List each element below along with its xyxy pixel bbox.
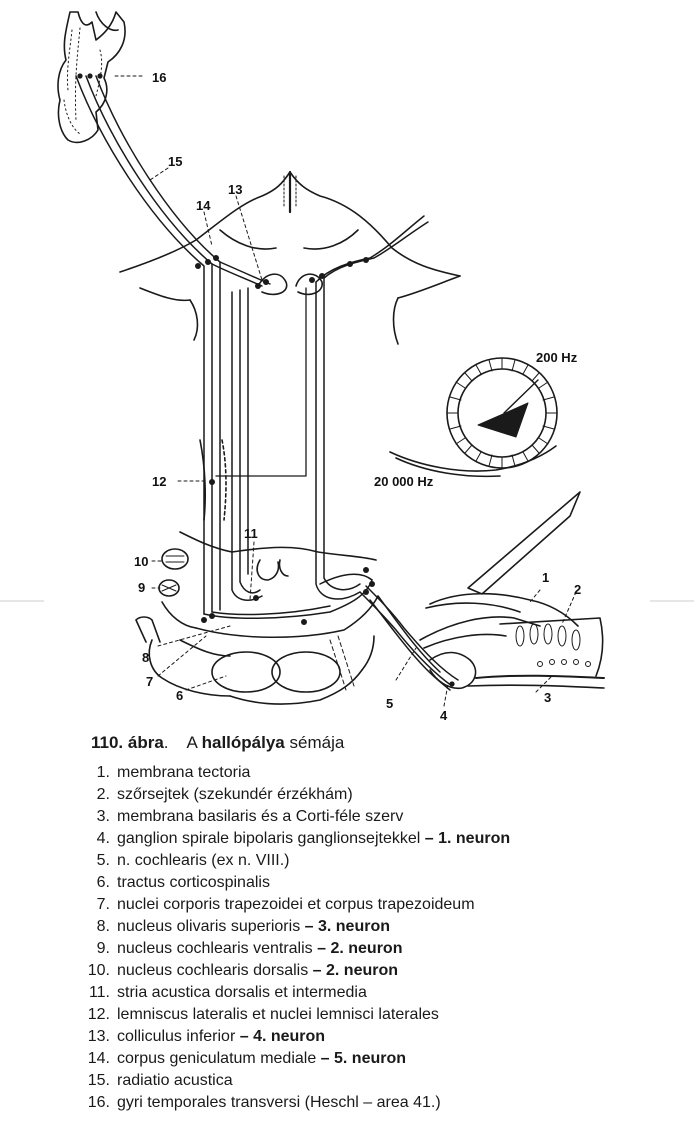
caption-suffix: sémája [289,733,345,752]
legend-text: membrana tectoria [117,764,251,781]
caption-prefix: A [186,733,197,752]
legend-number: 13. [87,1028,110,1045]
figure-caption: 110. ábra. A hallópálya sémája [91,733,344,753]
pathway-tracts [75,75,459,691]
legend-item: 7. nuclei corporis trapezoidei et corpus … [80,894,510,916]
midbrain-drawing [119,170,461,521]
legend-text: gyri temporales transversi (Heschl – are… [117,1094,441,1111]
legend-neuron: – 3. neuron [304,918,390,935]
legend-item: 2. szőrsejtek (szekundér érzékhám) [80,784,510,806]
legend-neuron: – 2. neuron [317,940,403,957]
legend-text: lemniscus lateralis et nuclei lemnisci l… [117,1006,439,1023]
legend-neuron: – 5. neuron [320,1050,407,1067]
legend-number: 9. [96,940,110,957]
legend-list: 1. membrana tectoria 2. szőrsejtek (szekund… [80,762,510,1114]
legend-number: 3. [96,808,110,825]
legend-item: 10. nucleus cochlearis dorsalis – 2. neur… [80,960,510,982]
synapse-markers [77,73,455,687]
legend-text: tractus corticospinalis [117,874,270,891]
label-14: 14 [196,198,211,213]
label-7: 7 [146,674,153,689]
label-13: 13 [228,182,242,197]
label-200hz: 200 Hz [536,350,578,365]
legend-text: corpus geniculatum mediale [117,1050,317,1067]
legend-text: nucleus cochlearis ventralis [117,940,313,957]
label-11: 11 [244,526,258,541]
label-5: 5 [386,696,393,711]
label-12: 12 [152,474,166,489]
auditory-pathway-diagram: 1 2 3 4 5 6 7 8 9 10 11 12 13 14 15 16 2… [57,11,605,720]
label-2: 2 [574,582,581,597]
legend-item: 3. membrana basilaris és a Corti-féle sze… [80,806,510,828]
legend-number: 8. [96,918,110,935]
legend-number: 1. [96,764,110,781]
organ-of-corti-drawing [419,491,605,690]
legend-number: 4. [96,830,110,847]
legend-item: 14. corpus geniculatum mediale – 5. neuro… [80,1048,510,1070]
label-15: 15 [168,154,182,169]
legend-item: 15. radiatio acustica [80,1070,510,1092]
cochlear-nuclei-drawing [158,548,189,597]
legend-item: 11. stria acustica dorsalis et intermedia [80,982,510,1004]
cochlea-spiral-drawing [389,357,558,478]
legend-item: 12. lemniscus lateralis et nuclei lemnisc… [80,1004,510,1026]
legend-text: nuclei corporis trapezoidei et corpus tr… [117,896,475,913]
right-page-rule [650,600,694,602]
label-1: 1 [542,570,549,585]
legend-number: 7. [96,896,110,913]
legend-neuron: – 2. neuron [312,962,399,979]
legend-number: 5. [96,852,110,869]
legend-item: 6. tractus corticospinalis [80,872,510,894]
legend-number: 6. [96,874,110,891]
label-20000hz: 20 000 Hz [374,474,434,489]
legend-text: n. cochlearis (ex n. VIII.) [117,852,290,869]
legend-item: 8. nucleus olivaris superioris – 3. neuro… [80,916,510,938]
legend-number: 14. [87,1050,110,1067]
label-leaders [111,75,577,707]
label-9: 9 [138,580,145,595]
legend-item: 13. colliculus inferior – 4. neuron [80,1026,510,1048]
caption-keyword: hallópálya [201,733,285,752]
legend-text: nucleus olivaris superioris [117,918,301,935]
legend-item: 1. membrana tectoria [80,762,510,784]
legend-number: 11. [88,984,110,1001]
medulla-drawing [135,531,377,705]
label-6: 6 [176,688,183,703]
legend-item: 5. n. cochlearis (ex n. VIII.) [80,850,510,872]
legend-item: 4. ganglion spirale bipolaris ganglionsej… [80,828,510,850]
left-page-rule [0,600,44,602]
legend-text: nucleus cochlearis dorsalis [117,962,309,979]
legend-item: 16. gyri temporales transversi (Heschl – … [80,1092,510,1114]
legend-item: 9. nucleus cochlearis ventralis – 2. neur… [80,938,510,960]
legend-neuron: – 4. neuron [239,1028,326,1045]
label-10: 10 [134,554,148,569]
legend-text: stria acustica dorsalis et intermedia [117,984,367,1001]
label-16: 16 [152,70,166,85]
label-4: 4 [440,708,448,720]
legend-text: ganglion spirale bipolaris ganglionsejte… [117,830,421,847]
legend-number: 16. [87,1094,110,1111]
legend-text: szőrsejtek (szekundér érzékhám) [117,786,353,803]
legend-number: 2. [96,786,110,803]
legend-neuron: – 1. neuron [424,830,511,847]
legend-text: membrana basilaris és a Corti-féle szerv [117,808,404,825]
legend-text: radiatio acustica [117,1072,233,1089]
caption-period: . [163,733,169,752]
legend-number: 12. [87,1006,110,1023]
legend-text: colliculus inferior [117,1028,236,1045]
legend-number: 10. [87,962,110,979]
label-3: 3 [544,690,551,705]
temporal-cortex-drawing [57,11,126,144]
legend-number: 15. [87,1072,110,1089]
label-8: 8 [142,650,149,665]
caption-number: 110. ábra [91,733,164,752]
